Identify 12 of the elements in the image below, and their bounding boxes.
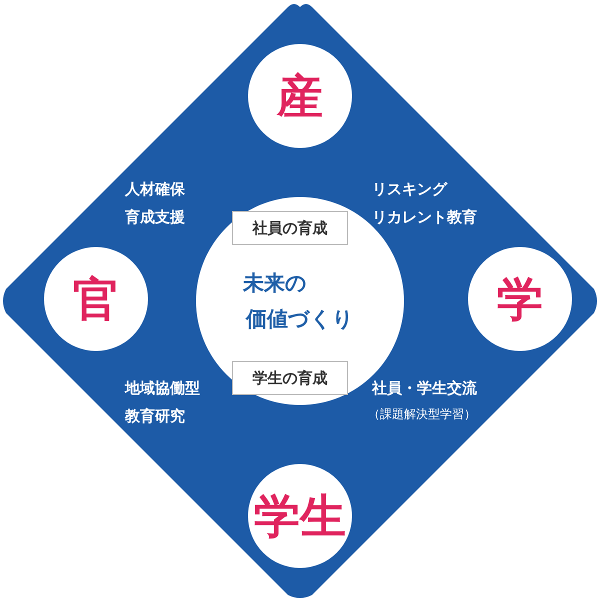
note-text: 地域協働型教育研究 <box>125 378 200 427</box>
sector-label: 産 <box>277 73 323 119</box>
sector-label: 官 <box>73 276 119 322</box>
tag-box: 学生の育成 <box>232 361 348 395</box>
note-text: 人材確保育成支援 <box>125 179 185 228</box>
note-text: リスキングリカレント教育 <box>372 179 477 228</box>
note-text: （課題解決型学習） <box>368 406 477 423</box>
center-text: 未来の価値づくり <box>242 270 355 333</box>
tag-box: 社員の育成 <box>232 211 348 245</box>
sector-label: 学生 <box>254 493 346 539</box>
sector-label: 学 <box>497 276 543 322</box>
note-text: 社員・学生交流 <box>372 378 478 399</box>
